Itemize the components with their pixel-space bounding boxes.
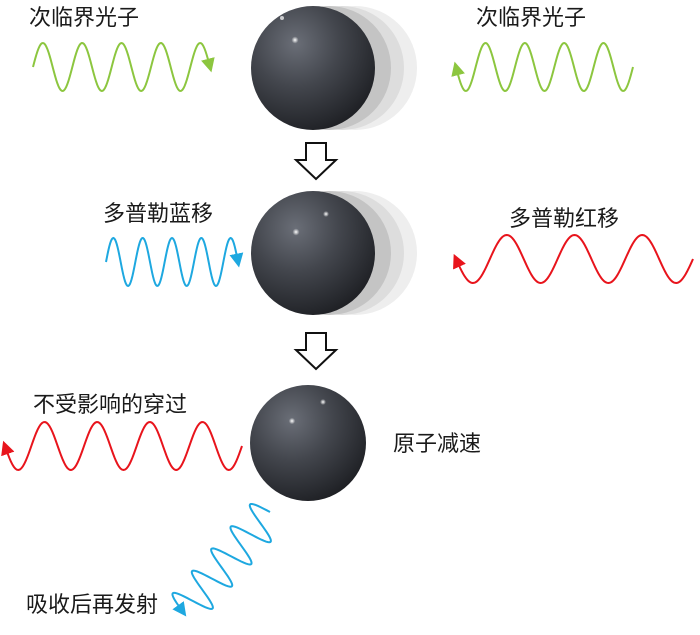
atom-3: [250, 385, 366, 501]
red-shift-photon-wave: [453, 233, 694, 285]
re-emitted-photon-wave: [171, 502, 272, 617]
label-doppler-blue-shift: 多普勒蓝移: [103, 202, 213, 227]
label-subcritical-photon-left: 次临界光子: [29, 6, 139, 31]
subcritical-photon-wave-left: [32, 41, 215, 93]
label-absorb-reemit: 吸收后再发射: [26, 593, 158, 618]
blue-shift-photon-wave: [105, 236, 244, 288]
subcritical-photon-wave-right: [451, 41, 634, 93]
atom-2: [251, 191, 375, 315]
label-subcritical-photon-right: 次临界光子: [476, 6, 586, 31]
label-atom-slows: 原子减速: [393, 432, 481, 457]
label-passes-unaffected: 不受影响的穿过: [33, 393, 187, 418]
unaffected-photon-wave: [1, 420, 243, 472]
label-doppler-red-shift: 多普勒红移: [509, 207, 619, 232]
down-arrow-icon: [293, 142, 339, 181]
down-arrow-icon: [293, 332, 339, 371]
atom-1: [251, 6, 375, 130]
